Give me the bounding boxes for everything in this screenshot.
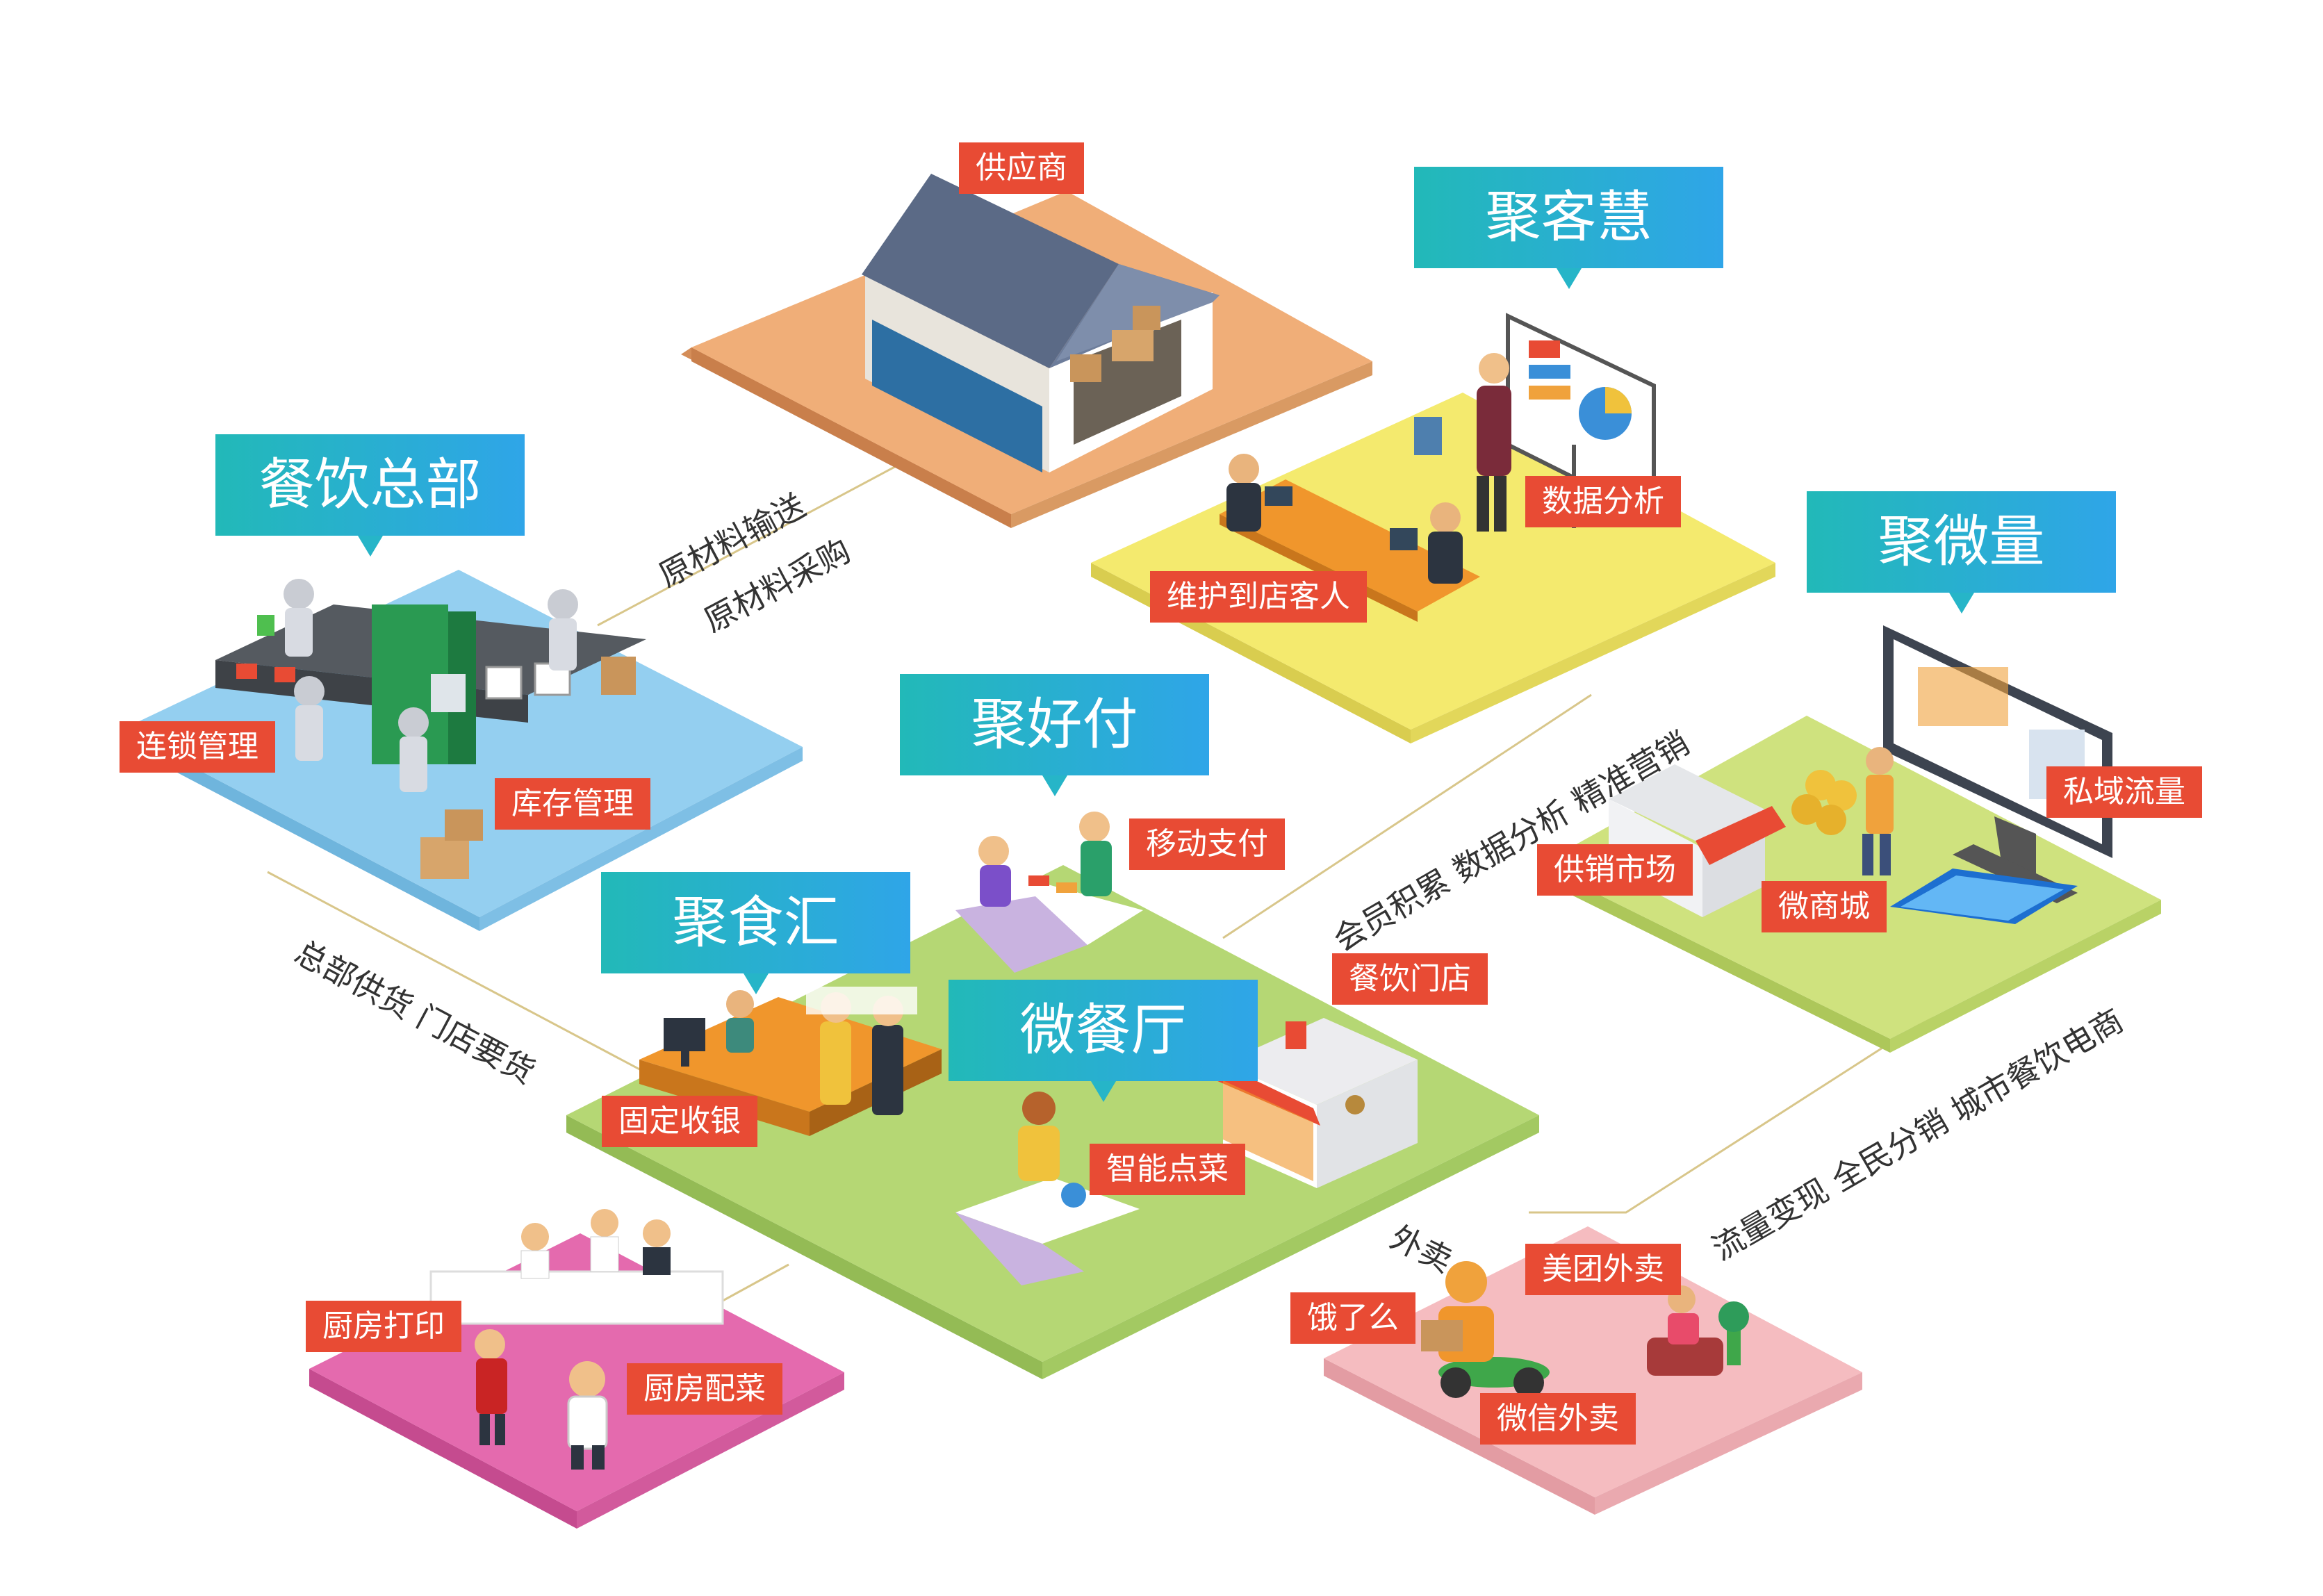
tag-eleme: 饿了么 (1290, 1292, 1415, 1344)
payment-scene-icon (955, 812, 1143, 973)
presentation-board-icon (1220, 313, 1656, 622)
warehouse-icon (862, 174, 1220, 472)
tag-supply-market: 供销市场 (1537, 844, 1693, 896)
header-micro: 聚微量 (1807, 491, 2116, 614)
header-analytics: 聚客慧 (1414, 167, 1723, 289)
connector-hq-main (267, 871, 668, 1085)
flow-ecommerce: 流量变现 全民分销 城市餐饮电商 (1705, 1001, 2130, 1268)
tag-fixed-cashier: 固定收银 (602, 1096, 757, 1147)
tag-supplier: 供应商 (959, 142, 1084, 194)
cashier-counter-icon (639, 987, 942, 1136)
flow-marketing: 会员积累 数据分析 精准营销 (1327, 724, 1696, 959)
header-hq: 餐饮总部 (215, 434, 525, 557)
tag-kitchen-print: 厨房打印 (306, 1301, 461, 1352)
delivery-scooter-icon (1421, 1261, 1749, 1398)
tag-data-analysis: 数据分析 (1525, 476, 1681, 527)
tag-meituan: 美团外卖 (1525, 1244, 1681, 1295)
flow-hq-supply: 总部供货 门店要货 (288, 932, 541, 1092)
connector-analytics-main (1222, 693, 1592, 939)
tag-micro-mall: 微商城 (1762, 881, 1887, 932)
production-line-icon (215, 579, 646, 879)
header-restaurant: 微餐厅 (949, 980, 1258, 1102)
flow-takeout: 外卖 (1384, 1218, 1459, 1280)
connector-lines (267, 457, 2005, 1325)
tag-smart-ordering: 智能点菜 (1090, 1144, 1245, 1195)
connector-micro-main (1529, 968, 2005, 1214)
tag-restaurant-store: 餐饮门店 (1332, 953, 1488, 1005)
tag-kitchen-prep: 厨房配菜 (627, 1363, 782, 1415)
tag-inventory-management: 库存管理 (495, 778, 650, 830)
tag-chain-management: 连锁管理 (120, 721, 275, 773)
connector-supplier-hq (597, 457, 911, 627)
tag-private-traffic: 私域流量 (2046, 766, 2202, 818)
tag-mobile-payment: 移动支付 (1129, 818, 1285, 870)
header-pay: 聚好付 (900, 674, 1209, 796)
tag-maintain-customers: 维护到店客人 (1150, 571, 1367, 623)
tag-wechat-delivery: 微信外卖 (1480, 1393, 1636, 1445)
header-food: 聚食汇 (601, 872, 910, 994)
